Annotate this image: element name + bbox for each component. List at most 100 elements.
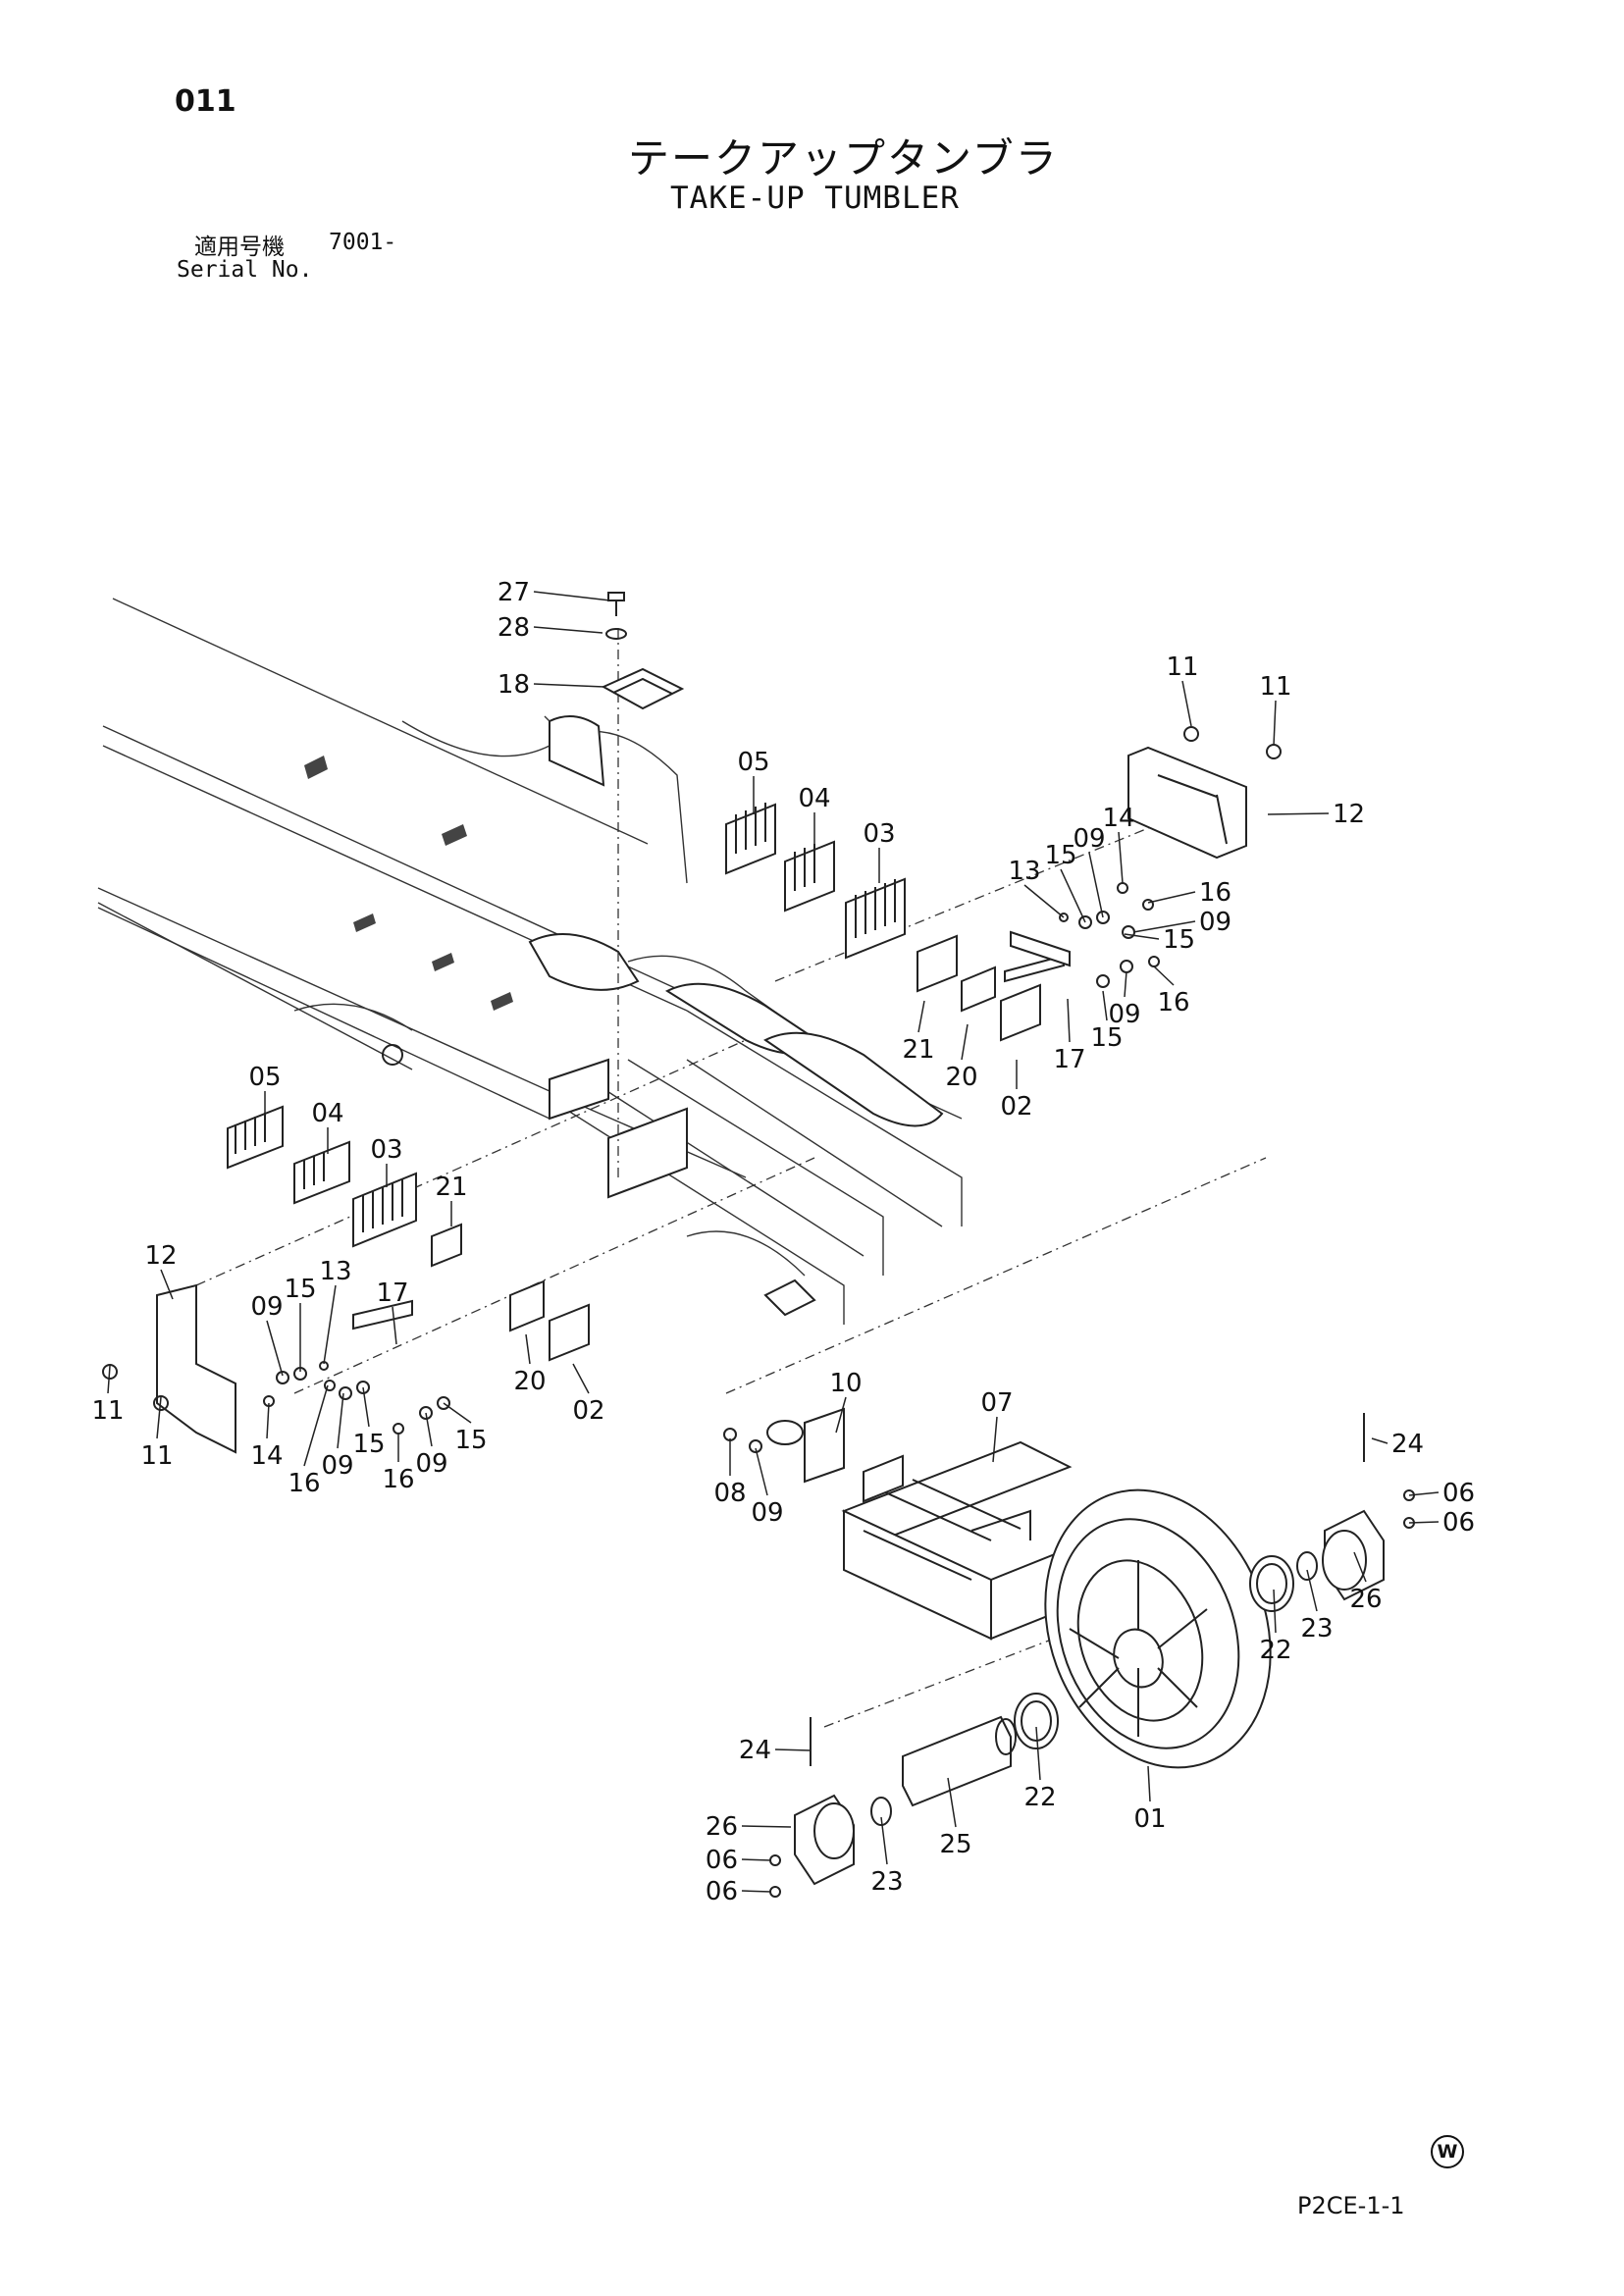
callout-label: 06 (706, 1846, 738, 1875)
callout-12: 12 (1267, 800, 1365, 829)
callout-02: 02 (1000, 1060, 1033, 1122)
callout-leader-line (266, 1402, 270, 1439)
callout-leader-line (961, 1023, 969, 1061)
callout-leader-line (741, 1825, 792, 1828)
callout-09: 09 (250, 1292, 284, 1377)
callout-leader-line (1124, 933, 1160, 940)
callout-label: 23 (1300, 1614, 1333, 1644)
callout-leader-line (303, 1384, 329, 1467)
callout-leader-line (323, 1284, 337, 1365)
callout-label: 17 (376, 1278, 408, 1308)
callout-leader-line (1267, 812, 1330, 815)
callout-label: 09 (321, 1451, 353, 1481)
callout-leader-line (774, 1748, 812, 1751)
callout-leader-line (1124, 970, 1127, 998)
callout-label: 09 (1108, 1000, 1140, 1029)
callout-leader-line (1060, 868, 1086, 923)
callout-leader-line (1306, 1569, 1318, 1612)
callout-label: 12 (1333, 800, 1365, 829)
callout-leader-line (1353, 1551, 1367, 1583)
callout-label: 17 (1053, 1045, 1085, 1074)
callout-label: 26 (706, 1812, 738, 1842)
callout-12: 12 (144, 1241, 178, 1300)
callout-20: 20 (945, 1023, 978, 1092)
left-cover-plate (102, 1283, 236, 1454)
callout-leader-line (755, 1447, 768, 1496)
callout-13: 13 (1008, 857, 1065, 918)
callout-09: 09 (1108, 970, 1141, 1029)
callout-label: 04 (311, 1099, 343, 1128)
callout-label: 05 (737, 748, 769, 777)
callout-06: 06 (706, 1846, 772, 1875)
callout-label: 16 (382, 1465, 414, 1494)
callout-21: 21 (435, 1173, 468, 1226)
callout-09: 09 (751, 1447, 784, 1528)
callout-label: 20 (945, 1063, 977, 1092)
callout-leader-line (533, 591, 611, 601)
callout-03: 03 (370, 1135, 403, 1187)
callout-leader-line (947, 1777, 957, 1828)
callout-06: 06 (1408, 1479, 1475, 1508)
callout-label: 15 (1044, 841, 1076, 870)
callout-label: 22 (1023, 1783, 1056, 1812)
callout-label: 01 (1133, 1804, 1166, 1834)
callout-leader-line (156, 1396, 162, 1439)
callout-label: 11 (1166, 652, 1198, 682)
callout-leader-line (1035, 1726, 1041, 1781)
callout-label: 15 (284, 1275, 316, 1304)
callout-label: 13 (319, 1257, 351, 1286)
page-title-english: TAKE-UP TUMBLER (670, 181, 960, 216)
callout-11: 11 (1259, 672, 1292, 747)
callout-label: 11 (91, 1396, 124, 1426)
callout-label: 16 (1199, 878, 1231, 908)
callout-11: 11 (140, 1396, 174, 1471)
callout-label: 15 (1163, 925, 1195, 955)
callout-leader-line (160, 1269, 174, 1300)
callout-label: 06 (706, 1877, 738, 1906)
callout-24: 24 (739, 1736, 812, 1765)
callout-label: 22 (1259, 1636, 1291, 1665)
callout-22: 22 (1023, 1726, 1057, 1812)
idler-wheel (1044, 1488, 1272, 1769)
yoke-assembly (723, 1407, 1073, 1641)
callout-label: 12 (144, 1241, 177, 1271)
callout-leader-line (1132, 920, 1196, 933)
callout-16: 16 (288, 1384, 329, 1498)
callout-15: 15 (443, 1402, 488, 1455)
callout-16: 16 (382, 1433, 415, 1494)
callout-leader-line (572, 1363, 590, 1394)
callout-label: 07 (980, 1388, 1013, 1418)
callout-label: 06 (1442, 1479, 1475, 1508)
track-frame (97, 598, 963, 1325)
callout-leader-line (266, 1320, 284, 1377)
maker-mark-icon: W (1431, 2135, 1464, 2168)
callout-24: 24 (1371, 1430, 1424, 1459)
callout-leader-line (741, 1890, 772, 1893)
callout-23: 23 (870, 1816, 904, 1897)
callout-leader-line (1147, 1765, 1151, 1802)
callout-leader-line (1181, 680, 1192, 727)
callout-leader-line (337, 1392, 344, 1449)
callout-leader-line (392, 1306, 397, 1345)
callout-label: 15 (454, 1426, 487, 1455)
callout-01: 01 (1133, 1765, 1167, 1834)
callout-label: 11 (140, 1441, 173, 1471)
callout-11: 11 (1166, 652, 1199, 727)
callout-27: 27 (498, 578, 611, 607)
page-code: P2CE-1-1 (1297, 2192, 1405, 2219)
callout-label: 21 (902, 1035, 934, 1065)
callout-06: 06 (1408, 1508, 1475, 1538)
callout-02: 02 (572, 1363, 605, 1426)
left-spring-plates (227, 1105, 590, 1362)
callout-label: 15 (1090, 1023, 1123, 1053)
callout-15: 15 (1090, 990, 1124, 1053)
callout-leader-line (1147, 891, 1196, 904)
callout-leader-line (1102, 990, 1108, 1021)
callout-20: 20 (513, 1333, 547, 1396)
callout-22: 22 (1259, 1589, 1292, 1665)
seals-and-shaft (769, 1413, 1415, 1898)
callout-leader-line (533, 683, 605, 688)
callout-label: 26 (1349, 1585, 1382, 1614)
